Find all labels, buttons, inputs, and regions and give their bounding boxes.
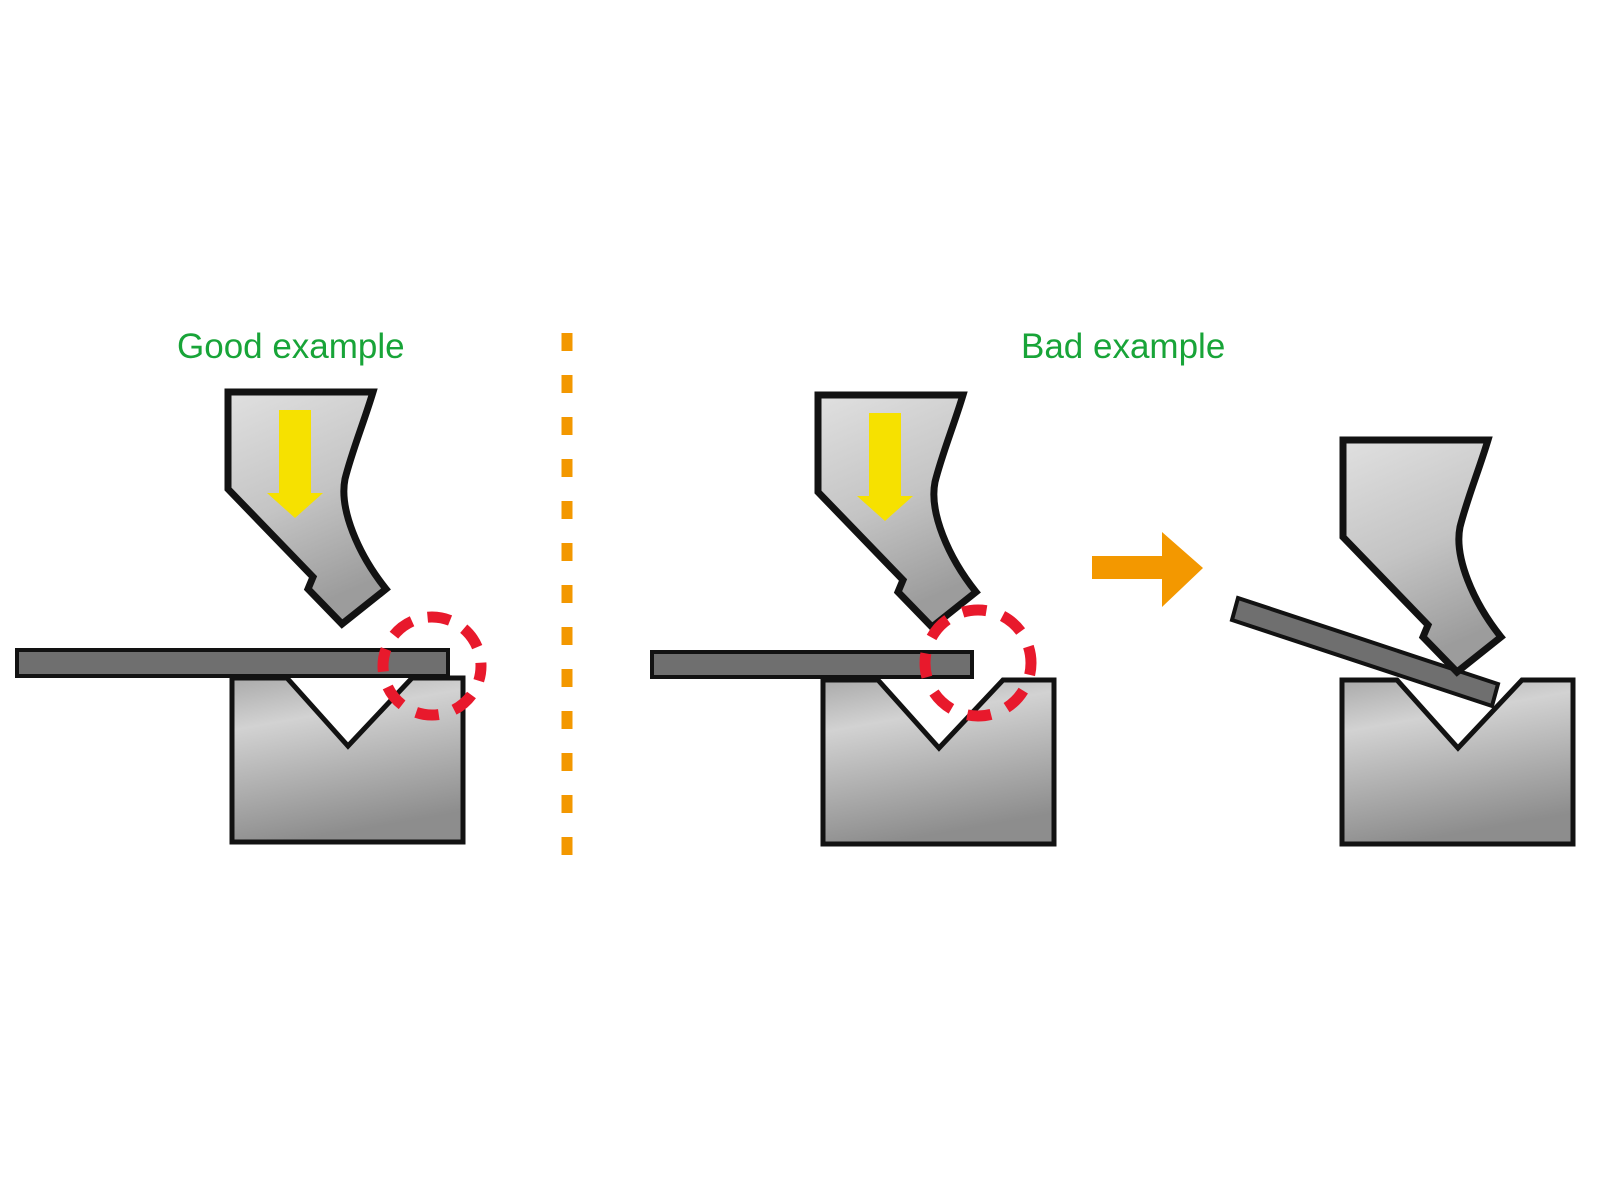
result-panel [1229,440,1573,844]
punch-body [1343,440,1501,672]
gooseneck-punch [818,395,976,627]
tilted-sheet-metal [1229,595,1501,709]
red-dashed-circle [377,611,487,721]
v-die [232,678,463,842]
good-panel [15,392,487,842]
bad-panel [650,395,1054,844]
gooseneck-punch [228,392,386,624]
bad-example-label: Bad example [1021,327,1226,366]
gooseneck-punch [1343,440,1501,672]
sheet-metal [15,648,450,678]
sheet-metal [650,650,974,679]
v-die [1342,680,1573,844]
right-arrow-icon [1092,532,1203,607]
red-dashed-circle [919,604,1037,722]
good-example-label: Good example [177,327,405,366]
